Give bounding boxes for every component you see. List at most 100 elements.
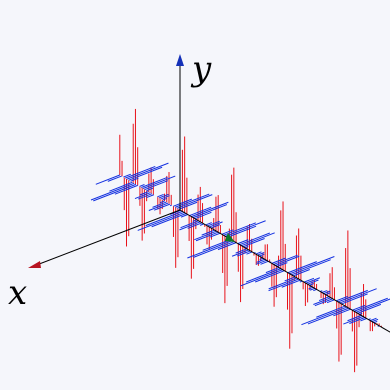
magnetic-field-line <box>357 303 382 314</box>
magnetic-field-line <box>159 200 165 204</box>
magnetic-field-line <box>273 254 298 265</box>
magnetic-field-line <box>209 232 221 238</box>
magnetic-field-line <box>123 173 132 178</box>
magnetic-field-line <box>257 252 265 256</box>
magnetic-field-line <box>139 191 149 196</box>
magnetic-field-line <box>223 222 256 236</box>
magnetic-field-line <box>189 206 212 217</box>
magnetic-field-line <box>236 250 251 257</box>
magnetic-field-line <box>337 289 368 303</box>
magnetic-field-line <box>371 318 379 323</box>
magnetic-field-line <box>124 166 156 179</box>
magnetic-field-line <box>126 162 169 180</box>
magnetic-field-line <box>160 195 170 200</box>
magnetic-field-line <box>314 298 333 307</box>
magnetic-field-line <box>352 304 366 311</box>
magnetic-field-line <box>194 230 217 241</box>
magnetic-field-line <box>349 317 366 324</box>
magnetic-field-line <box>246 251 253 255</box>
propagation-axis-line <box>179 209 390 333</box>
magnetic-field-line <box>305 277 321 284</box>
magnetic-field-line <box>137 211 185 231</box>
magnetic-field-line <box>226 225 257 238</box>
magnetic-field-line <box>291 259 331 276</box>
magnetic-field-line <box>209 221 223 228</box>
magnetic-field-line <box>201 229 215 236</box>
magnetic-field-line <box>107 175 122 182</box>
magnetic-field-line <box>309 287 315 291</box>
magnetic-field-line <box>146 187 154 192</box>
x-axis-line <box>33 209 181 267</box>
magnetic-field-line <box>210 224 220 229</box>
magnetic-field-line <box>175 193 210 208</box>
magnetic-field-line <box>139 184 145 187</box>
wave-layer <box>90 108 390 373</box>
magnetic-field-line <box>95 174 120 185</box>
magnetic-field-line <box>217 242 237 251</box>
magnetic-field-line <box>265 267 280 274</box>
magnetic-field-line <box>308 286 314 290</box>
magnetic-field-line <box>237 239 249 245</box>
magnetic-field-line <box>240 269 283 287</box>
magnetic-field-line <box>336 296 348 302</box>
magnetic-field-line <box>307 279 319 285</box>
magnetic-field-line <box>254 270 285 283</box>
magnetic-field-line <box>173 198 192 207</box>
magnetic-field-line <box>326 299 335 304</box>
magnetic-field-line <box>256 258 265 263</box>
y-axis-label: y <box>192 49 212 89</box>
magnetic-field-line <box>207 220 220 227</box>
magnetic-field-line <box>287 261 317 274</box>
magnetic-field-line <box>243 238 265 248</box>
electric-field-lines <box>119 108 382 373</box>
magnetic-field-line <box>176 194 213 209</box>
magnetic-field-line <box>141 176 168 188</box>
magnetic-field-line <box>239 232 271 246</box>
magnetic-field-line <box>355 298 390 313</box>
propagation-arrowhead-icon <box>224 233 235 242</box>
magnetic-field-line <box>313 297 332 305</box>
magnetic-field-line <box>144 180 168 191</box>
magnetic-field-line <box>309 283 315 286</box>
magnetic-field-line <box>169 209 181 215</box>
magnetic-field-line <box>157 193 164 198</box>
magnetic-field-line <box>325 292 331 296</box>
magnetic-field-line <box>259 253 265 257</box>
y-axis-arrowhead-icon <box>176 54 184 66</box>
magnetic-field-line <box>347 314 362 322</box>
magnetic-field-line <box>151 213 187 228</box>
magnetic-field-line <box>303 277 315 283</box>
magnetic-field-line <box>353 297 388 312</box>
magnetic-field-line <box>293 269 310 277</box>
magnetic-field-line <box>179 221 201 231</box>
magnetic-field-line <box>271 257 286 264</box>
magnetic-field-line <box>289 256 335 275</box>
magnetic-field-line <box>187 240 233 259</box>
magnetic-field-line <box>301 306 348 326</box>
magnetic-field-line <box>255 251 262 255</box>
magnetic-field-line <box>225 220 266 237</box>
magnetic-field-line <box>202 239 231 251</box>
magnetic-field-line <box>370 317 377 322</box>
magnetic-field-line <box>192 219 197 222</box>
magnetic-field-line <box>180 220 199 229</box>
magnetic-field-line <box>130 177 139 182</box>
magnetic-field-line <box>93 183 137 202</box>
magnetic-field-line <box>148 202 169 211</box>
magnetic-field-line <box>343 315 364 325</box>
magnetic-field-line <box>162 197 167 201</box>
magnetic-field-line <box>195 231 219 242</box>
magnetic-field-line <box>109 181 133 192</box>
magnetic-field-line <box>187 222 203 229</box>
magnetic-field-line <box>146 194 154 199</box>
magnetic-field-line <box>199 223 205 226</box>
magnetic-field-line <box>284 276 296 282</box>
magnetic-field-line <box>191 201 229 218</box>
magnetic-field-line <box>128 166 163 181</box>
magnetic-field-line <box>339 288 377 304</box>
magnetic-field-line <box>245 268 281 283</box>
magnetic-field-line <box>178 201 198 210</box>
magnetic-field-line <box>180 214 188 218</box>
